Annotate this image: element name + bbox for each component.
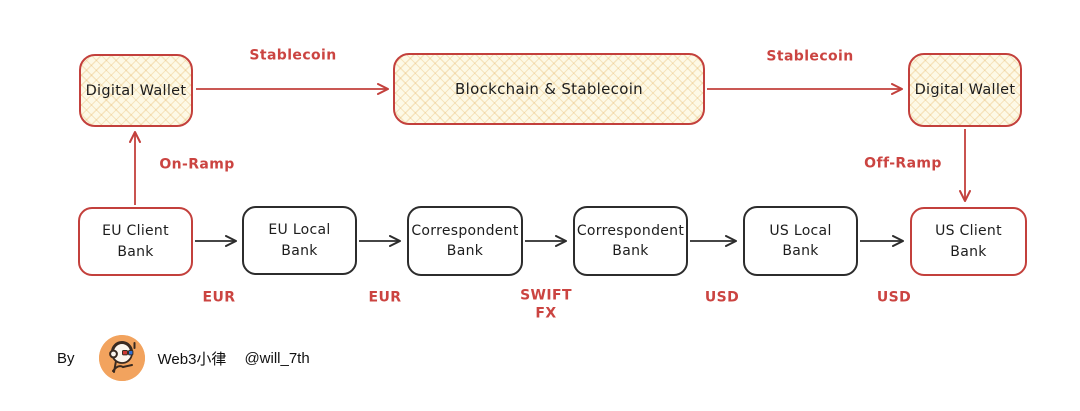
bank-us-client: US Client Bank — [910, 207, 1027, 276]
label-stablecoin-right: Stablecoin — [766, 48, 854, 65]
node-digital-wallet-right: Digital Wallet — [908, 53, 1022, 127]
bank-correspondent-2: Correspondent Bank — [573, 206, 688, 276]
headphones-cartoon-avatar-icon — [98, 335, 145, 381]
by-label: By — [57, 349, 75, 367]
bank-eu-local: EU Local Bank — [242, 206, 357, 275]
label-swift-fx: SWIFT FX — [520, 287, 572, 322]
bank-us-local: US Local Bank — [743, 206, 858, 276]
author-handle: @will_7th — [244, 349, 310, 367]
label-eur-2: EUR — [368, 289, 402, 306]
node-digital-wallet-left: Digital Wallet — [79, 54, 193, 127]
label-on-ramp: On-Ramp — [159, 156, 235, 173]
label-stablecoin-left: Stablecoin — [249, 47, 337, 64]
label-eur-1: EUR — [202, 289, 236, 306]
label-off-ramp: Off-Ramp — [864, 155, 942, 172]
attribution-footer: By Web3小律 @will_7th — [57, 334, 310, 382]
label-usd-2: USD — [876, 289, 912, 306]
bank-eu-client: EU Client Bank — [78, 207, 193, 276]
label-usd-1: USD — [704, 289, 740, 306]
author-name: Web3小律 — [157, 350, 227, 368]
bank-correspondent-1: Correspondent Bank — [407, 206, 523, 276]
node-blockchain-stablecoin: Blockchain & Stablecoin — [393, 53, 705, 125]
